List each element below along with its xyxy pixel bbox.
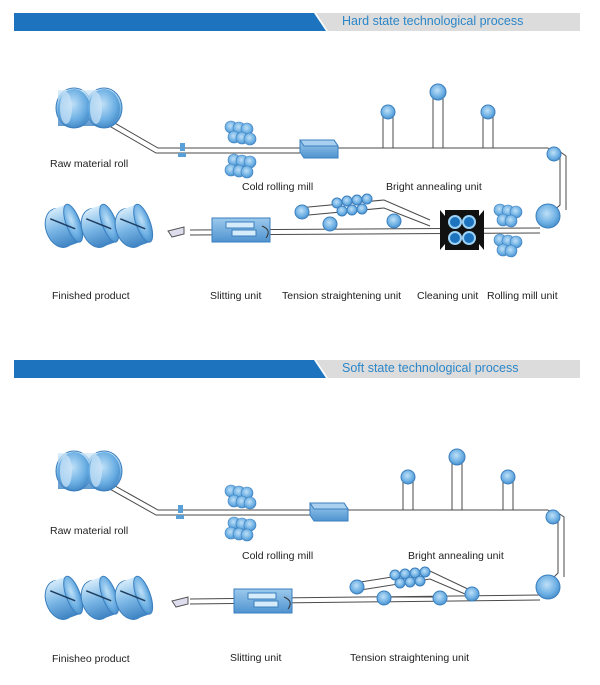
finished-product-graphic <box>44 575 154 620</box>
label-finished-product: Finished product <box>52 290 130 302</box>
label-tension-straightening-unit: Tension straightening unit <box>282 290 402 302</box>
hard-state-flow-diagram <box>44 83 567 258</box>
slitting-unit-graphic <box>211 217 271 243</box>
label-slitting-unit: Slitting unit <box>210 290 262 302</box>
hard-state-header: Hard state technological process <box>14 13 580 31</box>
header-bar <box>14 360 580 378</box>
finished-product-graphic <box>44 203 154 248</box>
tension-straightening-graphic <box>349 566 480 606</box>
label-finished-product: Finisheo product <box>52 653 130 665</box>
cold-rolling-mill-graphic <box>224 484 257 542</box>
label-slitting-unit: Slitting unit <box>230 652 282 664</box>
label-raw-material-roll: Raw material roll <box>50 525 129 537</box>
label-cleaning-unit: Cleaning unit <box>417 290 479 302</box>
label-raw-material-roll: Raw material roll <box>50 158 129 170</box>
soft-state-title: Soft state technological process <box>342 361 519 375</box>
label-rolling-mill-unit: Rolling mill unit <box>487 290 558 302</box>
furnace-box-graphic <box>309 502 349 522</box>
soft-state-header: Soft state technological process <box>14 360 580 378</box>
label-bright-annealing-unit: Bright annealing unit <box>408 550 504 562</box>
rolling-mill-unit-graphic <box>493 203 523 258</box>
raw-material-roll-graphic <box>55 450 123 492</box>
header-bar <box>14 13 580 31</box>
soft-state-flow-diagram <box>44 448 565 620</box>
hard-state-panel: Hard state technological process <box>0 0 600 340</box>
label-bright-annealing-unit: Bright annealing unit <box>386 181 482 193</box>
raw-material-roll-graphic <box>55 87 123 129</box>
furnace-box-graphic <box>299 139 339 159</box>
cold-rolling-mill-graphic <box>224 120 257 179</box>
tension-straightening-graphic <box>294 193 402 232</box>
annealing-rollers-graphic <box>400 448 561 600</box>
slitting-unit-graphic <box>233 588 293 614</box>
annealing-rollers-graphic <box>380 83 562 229</box>
hard-state-title: Hard state technological process <box>342 14 524 28</box>
label-cold-rolling-mill: Cold rolling mill <box>242 550 314 562</box>
label-cold-rolling-mill: Cold rolling mill <box>242 181 314 193</box>
soft-state-panel: Soft state technological process <box>0 345 600 685</box>
cleaning-unit-graphic <box>440 210 484 250</box>
label-tension-straightening-unit: Tension straightening unit <box>350 652 470 664</box>
